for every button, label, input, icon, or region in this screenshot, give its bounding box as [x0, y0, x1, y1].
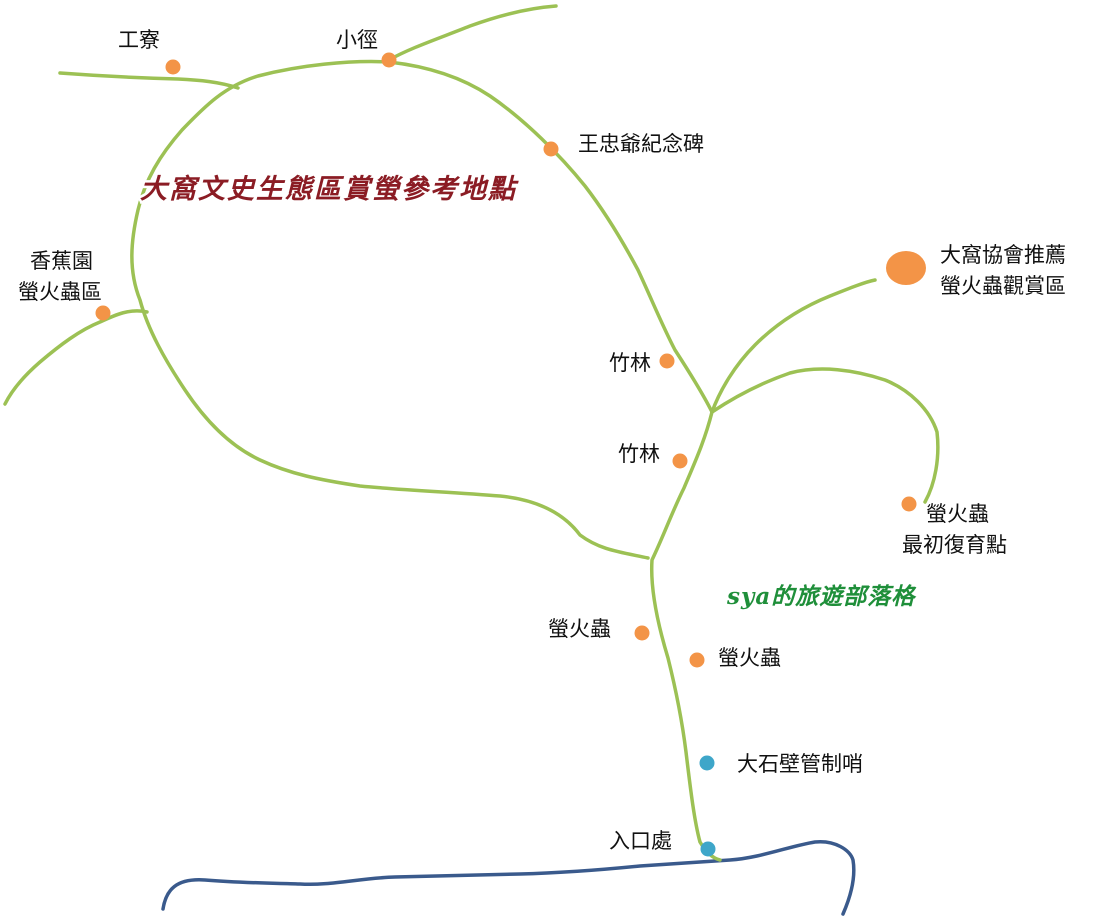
river	[161, 840, 856, 916]
poi-checkpoint-marker[interactable]	[699, 755, 715, 771]
label-restoration-line2: 最初復育點	[902, 533, 1007, 557]
poi-firefly-right-marker[interactable]	[689, 652, 705, 668]
label-memorial: 王忠爺紀念碑	[578, 132, 704, 156]
poi-memorial-marker[interactable]	[543, 141, 559, 157]
label-restoration-line1: 螢火蟲	[926, 502, 989, 526]
label-firefly-right: 螢火蟲	[718, 646, 781, 670]
label-bamboo-upper: 竹林	[609, 351, 651, 375]
label-entrance: 入口處	[609, 829, 672, 853]
poi-entrance-marker[interactable]	[700, 841, 716, 857]
label-banana-line2: 螢火蟲區	[18, 280, 102, 304]
map-title: 大窩文史生態區賞螢參考地點	[140, 174, 519, 205]
label-recommended-line2: 螢火蟲觀賞區	[940, 274, 1066, 298]
label-workshed: 工寮	[118, 28, 160, 52]
trail-recommended	[710, 278, 877, 414]
trail-main-loop	[130, 59, 714, 560]
label-firefly-left: 螢火蟲	[548, 617, 611, 641]
poi-firefly-left-marker[interactable]	[634, 625, 650, 641]
poi-path-marker[interactable]	[381, 52, 397, 68]
label-banana-line1: 香蕉園	[30, 249, 93, 273]
trail-workshed	[58, 71, 240, 90]
label-path: 小徑	[336, 28, 378, 52]
poi-bamboo-lower-marker[interactable]	[672, 453, 688, 469]
label-bamboo-lower: 竹林	[618, 442, 660, 466]
poi-workshed-marker[interactable]	[165, 59, 181, 75]
poi-banana-marker[interactable]	[95, 305, 111, 321]
watermark: sya的旅遊部落格	[726, 583, 917, 610]
label-recommended-line1: 大窩協會推薦	[940, 243, 1066, 267]
poi-recommended-marker[interactable]	[886, 251, 926, 285]
trail-trunk	[649, 410, 722, 862]
label-checkpoint: 大石壁管制哨	[737, 752, 863, 776]
poi-restoration-marker[interactable]	[901, 496, 917, 512]
trail-banana	[3, 309, 149, 406]
poi-bamboo-upper-marker[interactable]	[659, 353, 675, 369]
trail-path-branch	[387, 4, 558, 62]
trail-restoration	[710, 367, 940, 504]
